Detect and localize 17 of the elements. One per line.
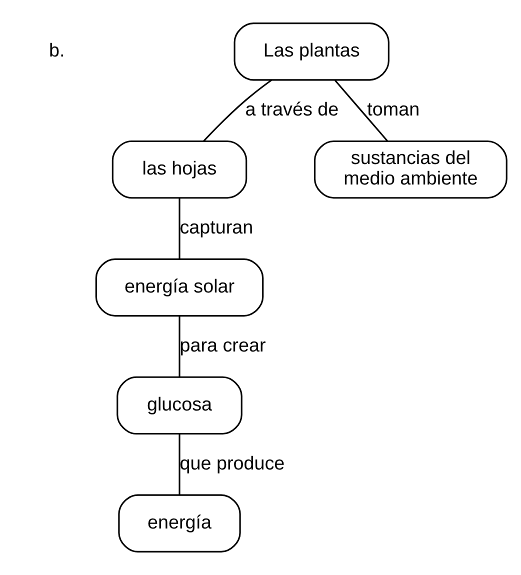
connector (178, 198, 180, 259)
connector (334, 80, 388, 142)
connector (178, 434, 180, 495)
node-box: energía (118, 494, 241, 552)
edge-label: a través de (245, 98, 339, 120)
edge-label: toman (367, 98, 420, 120)
connector (203, 79, 272, 142)
node-box: las hojas (112, 140, 248, 199)
label: b. (48, 39, 65, 60)
edge-label: capturan (180, 216, 254, 238)
node-box: energía solar (95, 258, 264, 317)
node-box: glucosa (116, 376, 242, 435)
edge-label: que produce (180, 452, 285, 474)
edge-label: para crear (180, 334, 266, 356)
connector (178, 316, 180, 377)
node-box: sustancias del medio ambiente (314, 140, 508, 199)
node-box: Las plantas (234, 22, 390, 81)
